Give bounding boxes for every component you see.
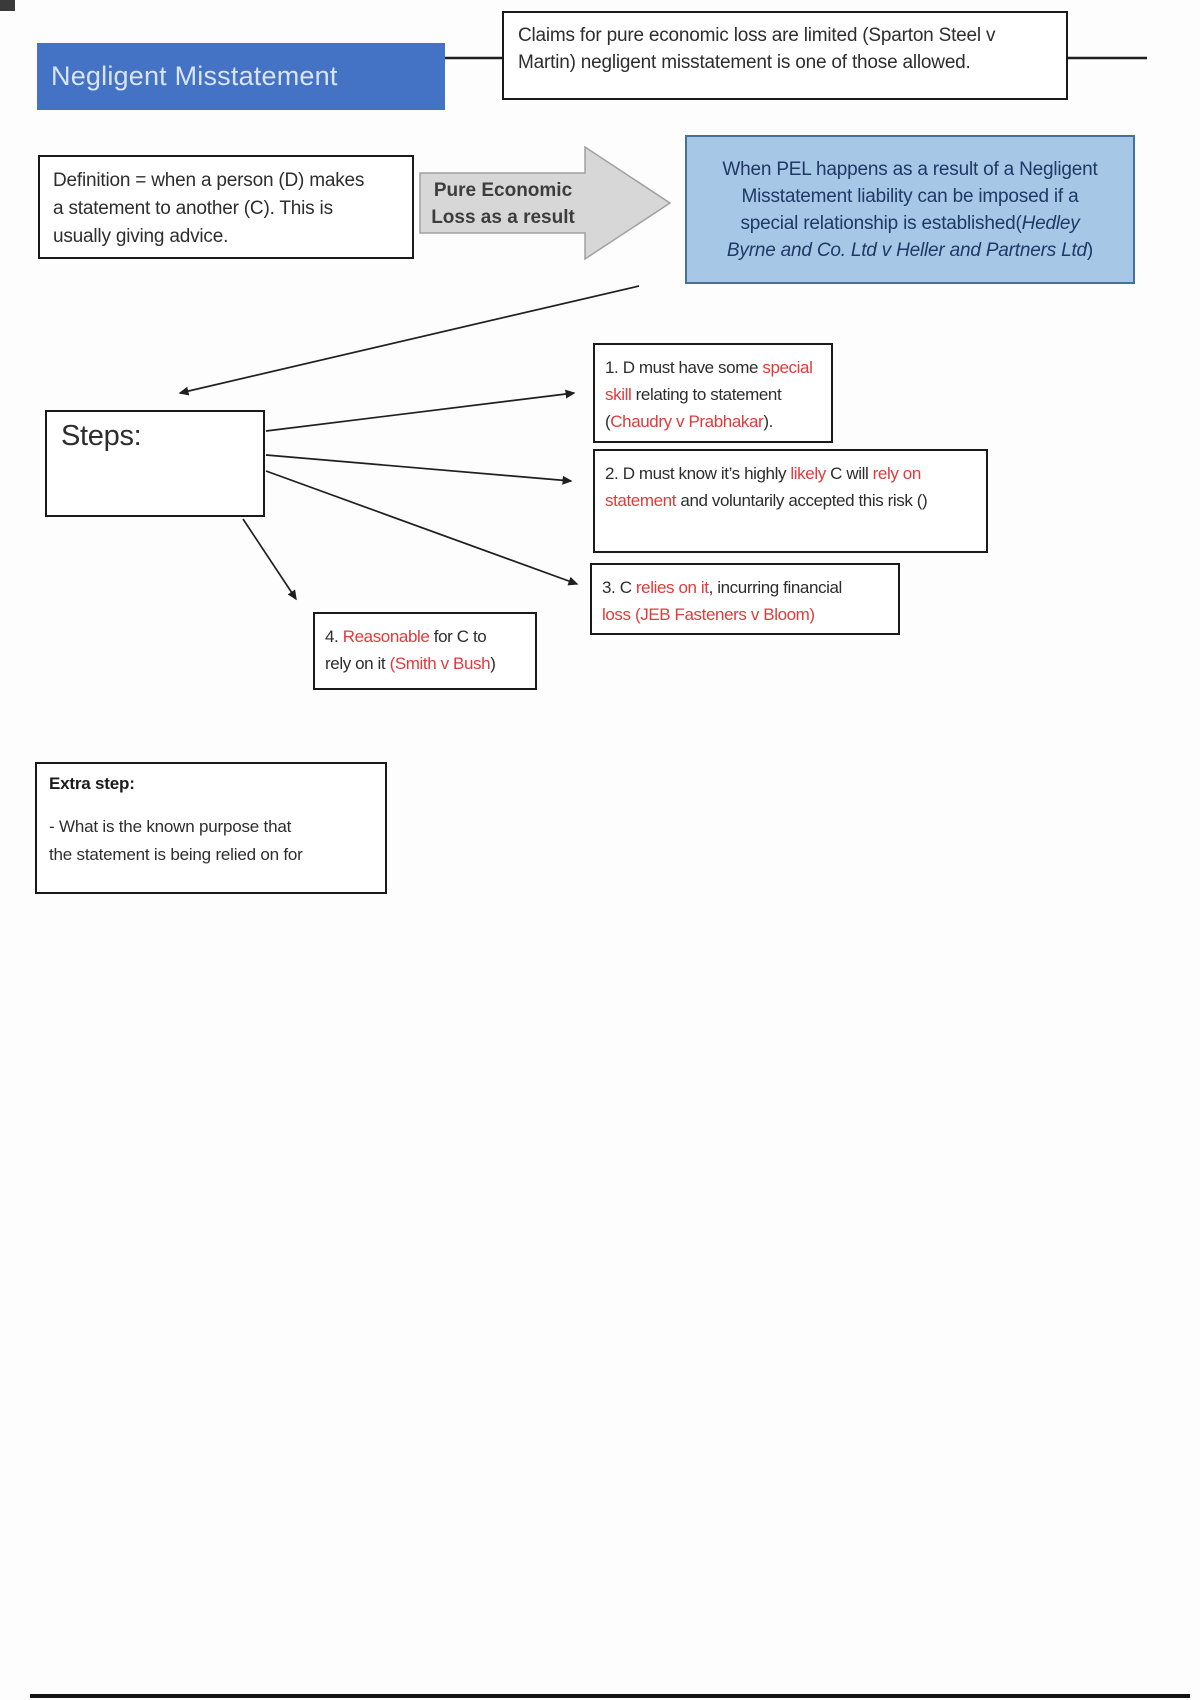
pure-economic-loss-arrow-label: Pure Economic Loss as a result bbox=[424, 176, 582, 232]
arrow-steps-to-step4 bbox=[242, 518, 297, 601]
steps-box: Steps: bbox=[45, 410, 265, 517]
arrow-steps-to-step3 bbox=[265, 470, 579, 586]
page-corner-mark bbox=[0, 0, 15, 11]
pel-liability-text: When PEL happens as a result of a Neglig… bbox=[722, 158, 1098, 261]
arrow-label-line2: Loss as a result bbox=[431, 207, 575, 228]
step-2-box: 2. D must know it’s highly likely C will… bbox=[593, 449, 988, 553]
step-2-text: 2. D must know it’s highly likely C will… bbox=[605, 464, 928, 510]
steps-label: Steps: bbox=[61, 420, 142, 452]
block-arrow-right-icon bbox=[419, 145, 672, 261]
extra-step-heading: Extra step: bbox=[49, 774, 135, 793]
arrow-label-line1: Pure Economic bbox=[433, 180, 573, 201]
title-box: Negligent Misstatement bbox=[37, 43, 445, 110]
arrow-steps-to-step2 bbox=[265, 454, 573, 485]
claims-note-text: Claims for pure economic loss are limite… bbox=[518, 25, 996, 73]
claims-note-box: Claims for pure economic loss are limite… bbox=[502, 11, 1068, 100]
extra-step-box: Extra step: - What is the known purpose … bbox=[35, 762, 387, 894]
arrow-pel-to-steps bbox=[178, 285, 640, 396]
page-bottom-divider bbox=[30, 1694, 1190, 1698]
page-title: Negligent Misstatement bbox=[51, 61, 338, 91]
arrow-steps-to-step1 bbox=[265, 389, 576, 432]
pel-liability-box: When PEL happens as a result of a Neglig… bbox=[685, 135, 1135, 284]
